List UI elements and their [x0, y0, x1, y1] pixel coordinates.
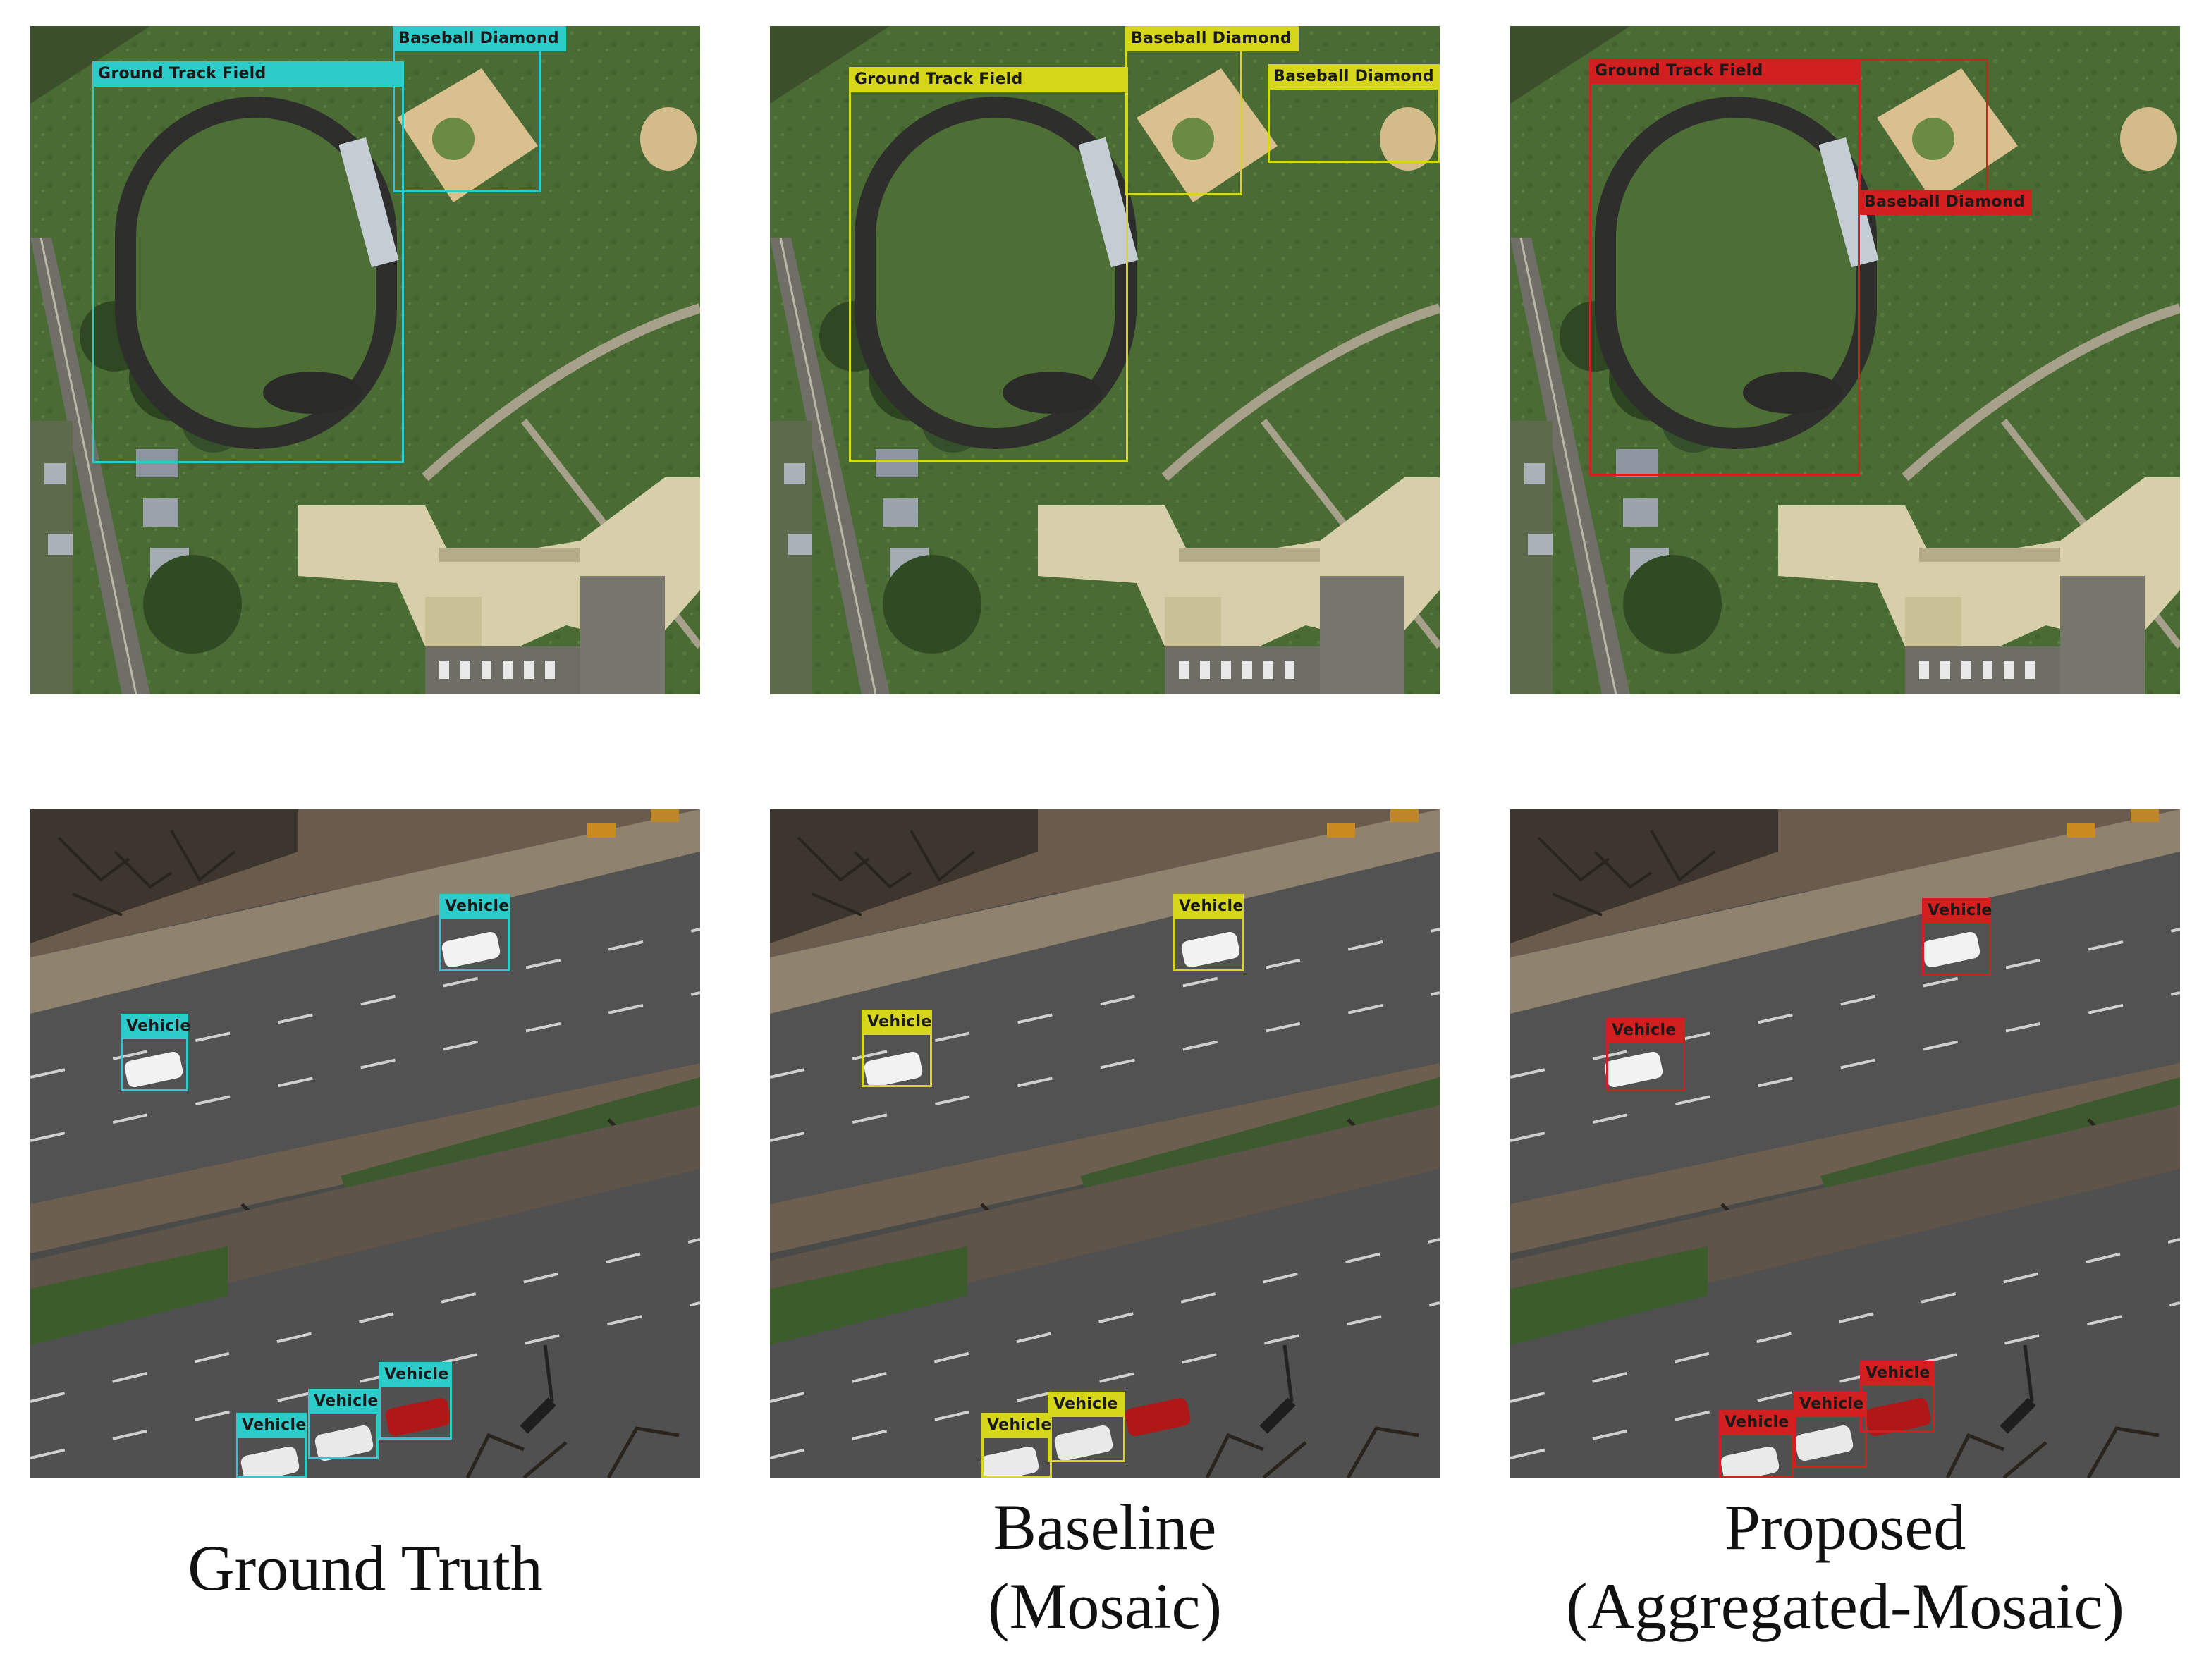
- bbox-baseball-diamond: [1859, 59, 1988, 204]
- street-image-proposed: [1510, 809, 2180, 1478]
- bbox-baseball-diamond: [1125, 26, 1242, 195]
- label-vehicle-5: Vehicle: [1719, 1410, 1794, 1435]
- label-vehicle-3: Vehicle: [379, 1362, 452, 1387]
- caption-proposed-line1: Proposed: [1724, 1491, 1966, 1563]
- label-vehicle-1: Vehicle: [439, 894, 510, 919]
- caption-ground-truth: Ground Truth: [30, 1528, 700, 1607]
- label-vehicle-2: Vehicle: [1606, 1018, 1685, 1043]
- label-vehicle-4: Vehicle: [981, 1413, 1052, 1438]
- label-vehicle-2: Vehicle: [862, 1010, 932, 1035]
- aerial-panel-proposed: Ground Track Field Baseball Diamond: [1510, 26, 2180, 694]
- caption-baseline: Baseline (Mosaic): [770, 1488, 1440, 1645]
- label-baseball-diamond-2: Baseball Diamond: [1268, 64, 1440, 90]
- label-ground-track-field: Ground Track Field: [849, 67, 1128, 92]
- caption-baseline-line2: (Mosaic): [987, 1570, 1223, 1642]
- label-vehicle-3: Vehicle: [1860, 1361, 1935, 1386]
- street-panel-proposed: Vehicle Vehicle Vehicle Vehicle Vehicle: [1510, 809, 2180, 1478]
- label-vehicle-2: Vehicle: [121, 1014, 190, 1039]
- label-baseball-diamond: Baseball Diamond: [1859, 190, 2032, 215]
- label-vehicle-5: Vehicle: [236, 1413, 307, 1438]
- label-ground-track-field: Ground Track Field: [92, 61, 404, 87]
- label-baseball-diamond: Baseball Diamond: [393, 26, 566, 51]
- label-vehicle-1: Vehicle: [1173, 894, 1244, 919]
- label-ground-track-field: Ground Track Field: [1589, 59, 1860, 84]
- caption-baseline-line1: Baseline: [993, 1491, 1217, 1563]
- aerial-panel-ground-truth: Ground Track Field Baseball Diamond: [30, 26, 700, 694]
- bbox-ground-track-field: [92, 61, 404, 463]
- label-vehicle-1: Vehicle: [1922, 898, 1992, 924]
- label-vehicle-4: Vehicle: [308, 1389, 379, 1414]
- aerial-panel-baseline: Ground Track Field Baseball Diamond Base…: [770, 26, 1440, 694]
- label-baseball-diamond: Baseball Diamond: [1125, 26, 1299, 51]
- street-panel-baseline: Vehicle Vehicle Vehicle Vehicle: [770, 809, 1440, 1478]
- label-vehicle-3: Vehicle: [1048, 1392, 1125, 1417]
- bbox-ground-track-field: [849, 67, 1128, 462]
- label-vehicle-4: Vehicle: [1794, 1392, 1867, 1417]
- street-panel-ground-truth: Vehicle Vehicle Vehicle Vehicle Vehicle: [30, 809, 700, 1478]
- caption-ground-truth-line1: Ground Truth: [188, 1532, 543, 1604]
- caption-proposed-line2: (Aggregated-Mosaic): [1566, 1570, 2124, 1642]
- caption-proposed: Proposed (Aggregated-Mosaic): [1510, 1488, 2180, 1645]
- bbox-ground-track-field: [1589, 59, 1860, 476]
- street-image-ground-truth: [30, 809, 700, 1478]
- street-image-baseline: [770, 809, 1440, 1478]
